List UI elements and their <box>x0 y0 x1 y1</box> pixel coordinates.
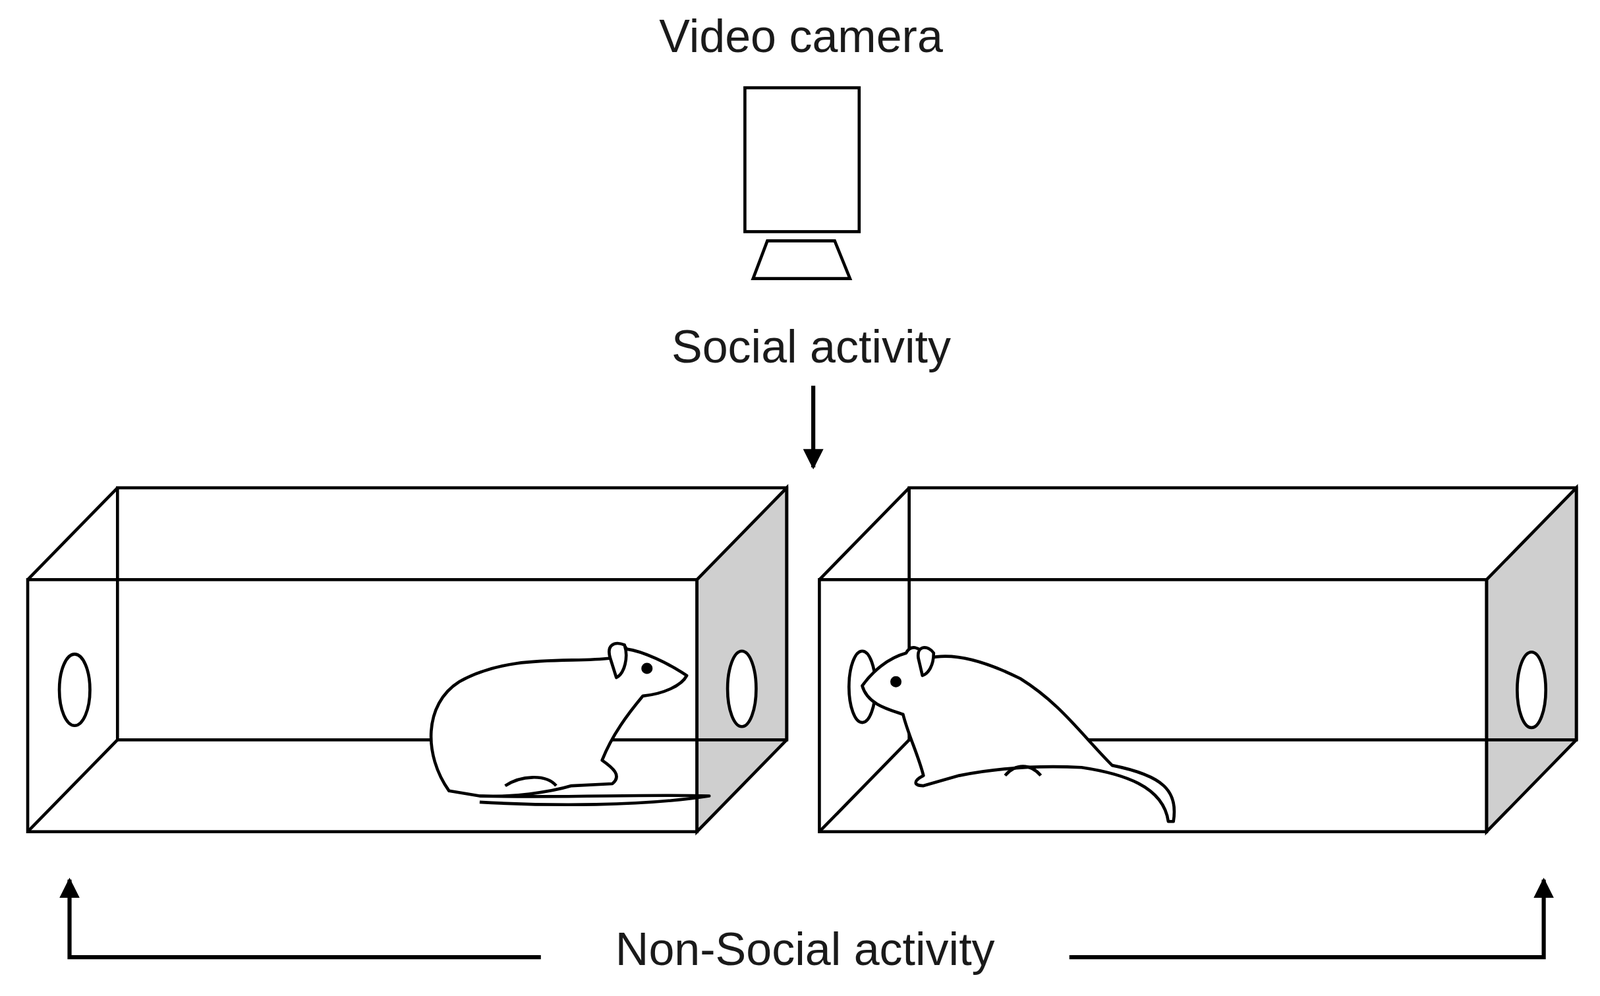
right-rat <box>861 647 1175 822</box>
activity-label: Social activity <box>667 321 955 373</box>
right-cage <box>819 487 1577 832</box>
left-rat <box>430 643 710 805</box>
activity-label: Non-Social activity <box>611 923 1000 975</box>
social-arrow <box>811 385 816 468</box>
video-camera <box>744 87 859 279</box>
camera-label: Video camera <box>655 11 947 62</box>
left-cage <box>27 487 787 832</box>
